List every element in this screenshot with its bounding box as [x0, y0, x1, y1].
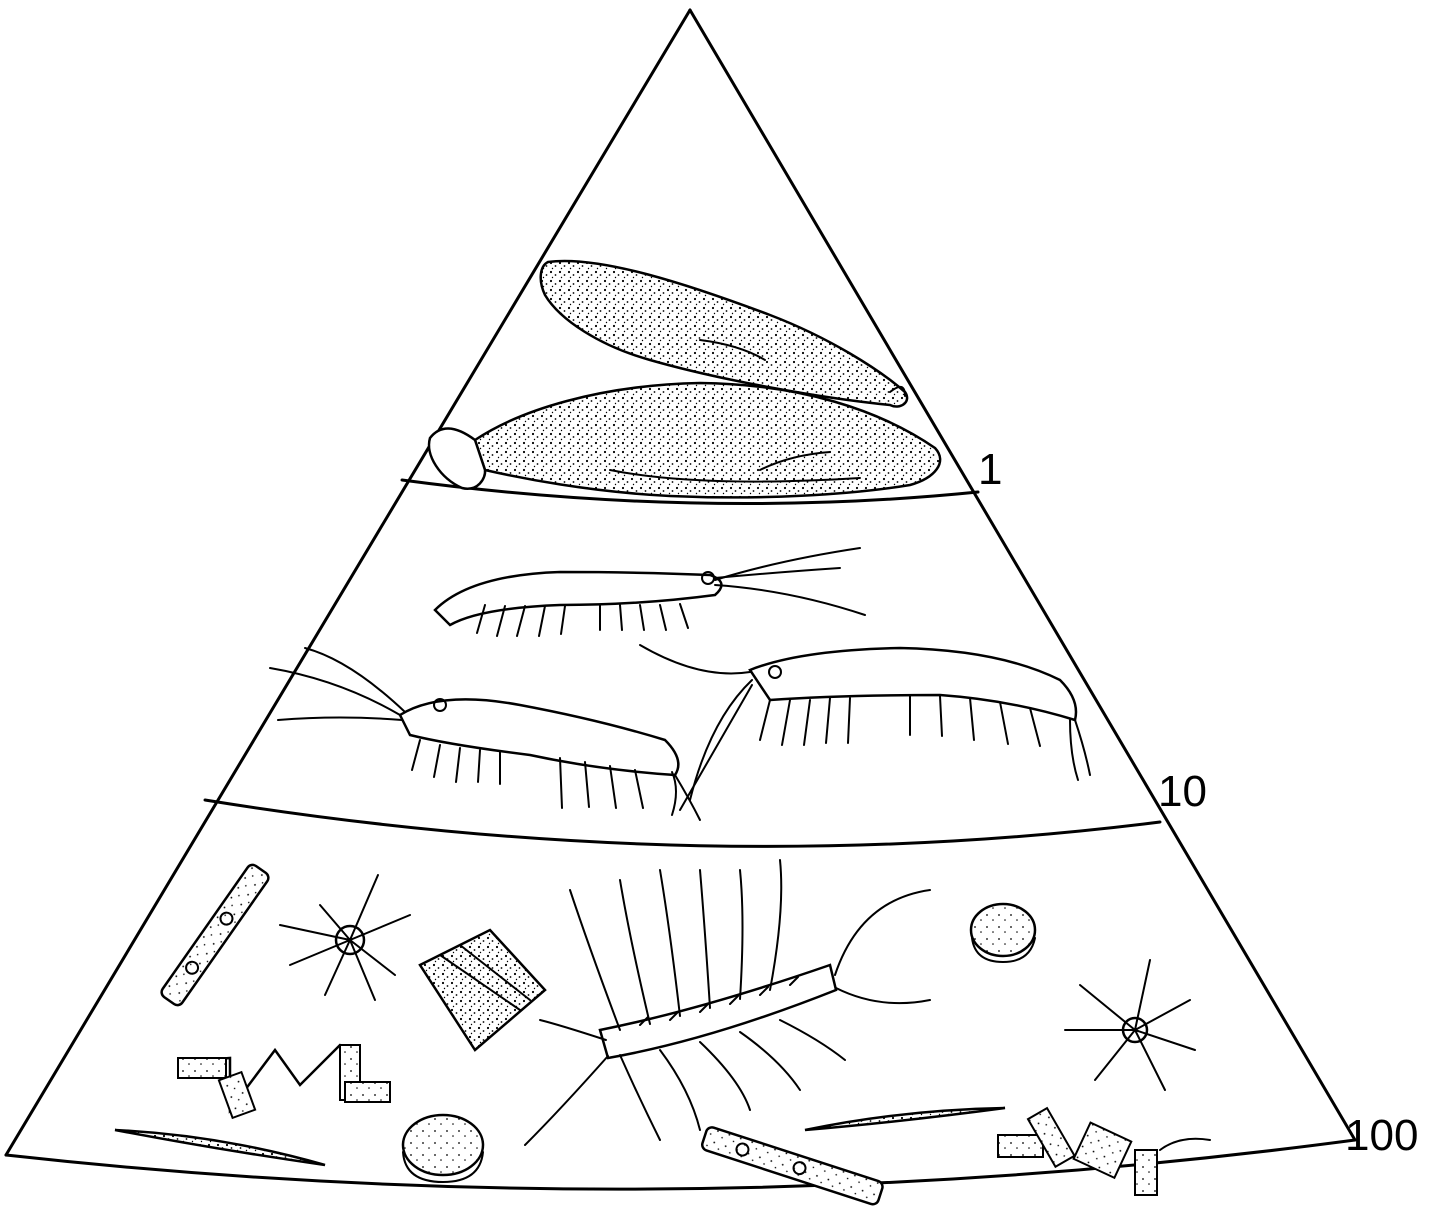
krill-upper [435, 548, 865, 636]
tier-label-krill: 10 [1158, 767, 1207, 816]
disc-diatom-2 [403, 1115, 483, 1182]
star-diatom-2 [1065, 960, 1195, 1090]
filament-diatom-2 [701, 1126, 884, 1206]
star-diatom-1 [280, 875, 410, 1000]
needle-diatom-2 [805, 1108, 1005, 1130]
tier-krill [270, 548, 1090, 820]
tier-whales [429, 261, 940, 497]
zigzag-diatom-1 [178, 1045, 390, 1118]
disc-diatom-1 [971, 904, 1035, 962]
tier-label-phytoplankton: 100 [1345, 1111, 1418, 1160]
block-diatom [420, 930, 545, 1050]
zigzag-diatom-2 [998, 1108, 1210, 1195]
chain-diatom-center [525, 860, 930, 1145]
filament-diatom-1 [159, 863, 270, 1008]
tier-phytoplankton [115, 860, 1210, 1206]
krill-right [640, 645, 1090, 810]
krill-left [270, 648, 700, 820]
needle-diatom-1 [115, 1130, 325, 1165]
tier-label-whales: 1 [978, 445, 1002, 494]
